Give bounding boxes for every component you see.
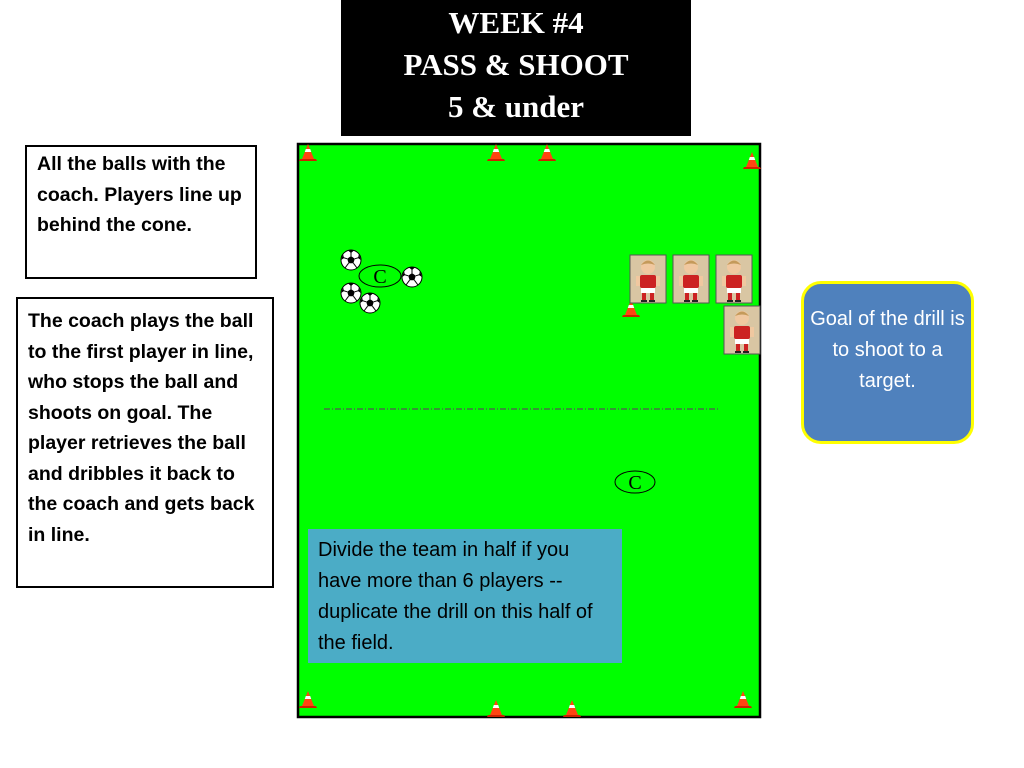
note-balls-with-coach: All the balls with the coach. Players li…	[25, 145, 257, 279]
coach-marker-bottom	[614, 470, 656, 494]
title-drill: PASS & SHOOT	[403, 47, 629, 82]
ball	[340, 282, 362, 304]
coach-marker-top	[358, 264, 402, 288]
coach-label-top: C	[373, 266, 386, 288]
title-age-group: 5 & under	[447, 89, 585, 124]
player-icon	[672, 254, 710, 304]
coach-label-bottom: C	[628, 472, 641, 494]
ball	[359, 292, 381, 314]
goal-of-drill-box: Goal of the drill is to shoot to a targe…	[801, 281, 974, 444]
title-week: WEEK #4	[448, 5, 584, 40]
note-coach-plays: The coach plays the ball to the first pl…	[16, 297, 274, 588]
title-banner: WEEK #4 PASS & SHOOT 5 & under	[341, 0, 691, 136]
player-icon	[629, 254, 667, 304]
ball	[401, 266, 423, 288]
player-icon	[723, 305, 761, 355]
ball	[340, 249, 362, 271]
divide-team-box: Divide the team in half if you have more…	[308, 529, 622, 663]
player-icon	[715, 254, 753, 304]
